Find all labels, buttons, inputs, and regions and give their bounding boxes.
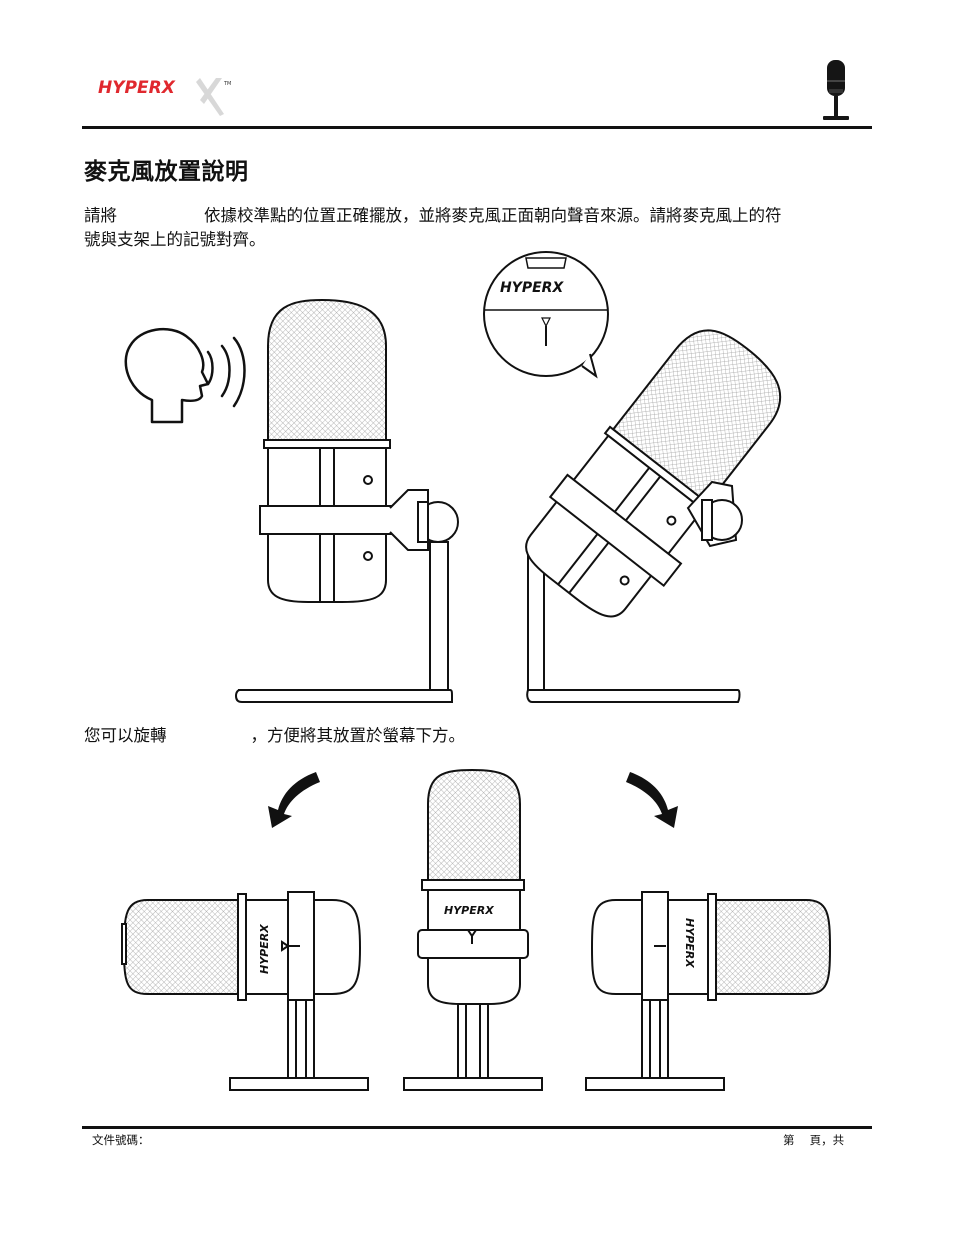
svg-text:HYPERX: HYPERX bbox=[683, 918, 696, 968]
page-number: 第 頁，共 bbox=[783, 1133, 845, 1147]
placement-instructions: 請將依據校準點的位置正確擺放，並將麥克風正面朝向聲音來源。請將麥克風上的符 號與… bbox=[84, 206, 782, 249]
brand-logo-text: HYPERX bbox=[98, 78, 176, 98]
microphone-upright: HYPERX bbox=[403, 768, 543, 1091]
microphone-front-view bbox=[234, 298, 459, 703]
alignment-mark-inset: HYPERX bbox=[483, 251, 609, 379]
microphone-icon bbox=[818, 58, 854, 122]
rotation-diagram: HYPERX HYPERX HY bbox=[82, 764, 872, 1100]
speaker-head-icon bbox=[124, 328, 210, 424]
document-number: 文件號碼： bbox=[92, 1133, 150, 1147]
svg-text:HYPERX: HYPERX bbox=[258, 924, 271, 974]
rotation-instructions: 您可以旋轉，方便將其放置於螢幕下方。 bbox=[84, 726, 465, 745]
rotate-left-arrow-icon bbox=[268, 772, 320, 828]
header-rule bbox=[82, 126, 872, 129]
svg-text:TM: TM bbox=[223, 81, 231, 87]
sound-wave-icon bbox=[206, 350, 214, 386]
page-title: 麥克風放置說明 bbox=[84, 159, 249, 185]
rotate-right-arrow-icon bbox=[626, 772, 678, 828]
hyperx-logo: HYPERX TM bbox=[96, 74, 236, 120]
microphone-rotated-right: HYPERX bbox=[585, 891, 832, 1091]
microphone-rotated-left: HYPERX bbox=[121, 891, 369, 1091]
svg-text:HYPERX: HYPERX bbox=[444, 904, 494, 917]
placement-diagram: HYPERX bbox=[82, 250, 872, 710]
inset-logo-text: HYPERX bbox=[500, 280, 564, 296]
footer-rule bbox=[82, 1126, 872, 1129]
microphone-tilted-view bbox=[525, 329, 782, 618]
